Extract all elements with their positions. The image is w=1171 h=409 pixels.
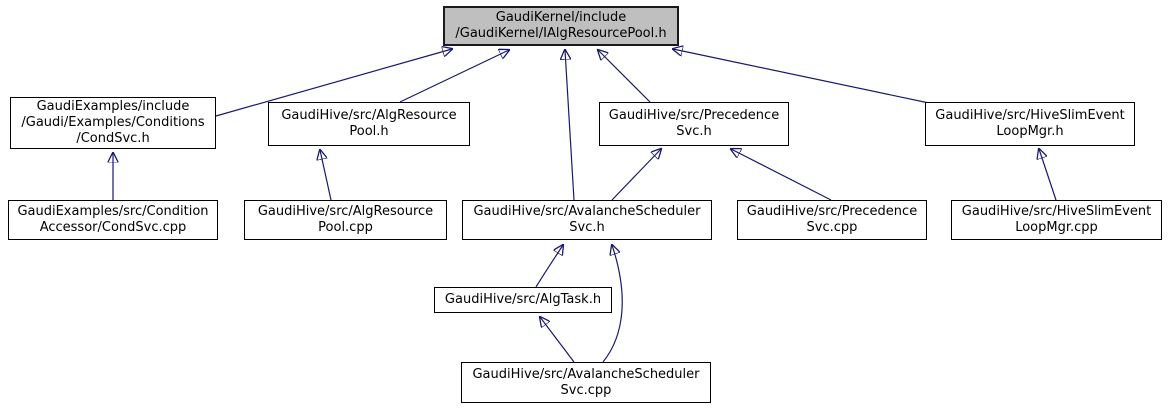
- node-label-line: GaudiHive/src/Precedence: [746, 204, 918, 219]
- edge-avalanche-h-to-precedence-h: [611, 149, 661, 201]
- node-label-line: GaudiHive/src/Precedence: [608, 108, 780, 123]
- graph-node-avalancheschedulersvc-h[interactable]: GaudiHive/src/AvalancheScheduler Svc.h: [462, 200, 712, 240]
- edge-algresourcepool-h-to-root: [399, 50, 509, 103]
- node-label-line: GaudiHive/src/AvalancheScheduler: [473, 204, 701, 219]
- node-label-line: GaudiHive/src/AlgResource: [281, 108, 457, 123]
- node-label-line: Svc.h: [676, 124, 712, 139]
- node-label-line: Svc.h: [569, 220, 605, 235]
- node-label-line: Pool.h: [349, 124, 389, 139]
- graph-node-condsvc-h[interactable]: GaudiExamples/include /Gaudi/Examples/Co…: [10, 97, 216, 149]
- node-label-line: GaudiExamples/src/Condition: [17, 204, 209, 219]
- node-label-line: LoopMgr.h: [996, 124, 1064, 139]
- graph-node-precedencesvc-cpp[interactable]: GaudiHive/src/Precedence Svc.cpp: [737, 200, 927, 240]
- graph-node-hiveslimeventloopmgr-cpp[interactable]: GaudiHive/src/HiveSlimEvent LoopMgr.cpp: [951, 200, 1162, 240]
- edge-hiveslim-h-to-root: [673, 49, 930, 104]
- edge-algtask-h-to-avalanche-h: [535, 245, 563, 288]
- graph-node-algresourcepool-h[interactable]: GaudiHive/src/AlgResource Pool.h: [268, 102, 470, 146]
- node-label-line: LoopMgr.cpp: [1015, 220, 1098, 235]
- graph-node-algresourcepool-cpp[interactable]: GaudiHive/src/AlgResource Pool.cpp: [244, 200, 447, 240]
- graph-node-hiveslimeventloopmgr-h[interactable]: GaudiHive/src/HiveSlimEvent LoopMgr.h: [925, 102, 1135, 146]
- node-label-line: Svc.cpp: [560, 382, 612, 398]
- node-label-line: GaudiHive/src/AlgTask.h: [444, 292, 602, 307]
- edge-avalanche-cpp-to-algtask-h: [540, 317, 575, 363]
- node-label-line: GaudiHive/src/HiveSlimEvent: [935, 108, 1125, 123]
- graph-node-condsvc-cpp[interactable]: GaudiExamples/src/Condition Accessor/Con…: [8, 200, 218, 240]
- graph-node-algtask-h[interactable]: GaudiHive/src/AlgTask.h: [434, 287, 612, 313]
- node-label-line: GaudiHive/src/AvalancheScheduler: [472, 366, 700, 382]
- node-label-line: Accessor/CondSvc.cpp: [39, 220, 187, 235]
- edge-condsvc-h-to-root: [215, 49, 452, 117]
- graph-node-avalancheschedulersvc-cpp[interactable]: GaudiHive/src/AvalancheScheduler Svc.cpp: [461, 362, 711, 403]
- edge-algresourcepool-cpp-to-h: [320, 150, 332, 201]
- edge-hiveslim-cpp-to-h: [1039, 149, 1057, 201]
- node-label-line: /Gaudi/Examples/Conditions: [21, 115, 205, 130]
- edge-precedence-cpp-to-h: [731, 149, 832, 201]
- graph-node-ialgresourcepool-h[interactable]: GaudiKernel/include /GaudiKernel/IAlgRes…: [443, 6, 679, 46]
- node-label-line: GaudiExamples/include: [36, 99, 190, 114]
- edge-precedencesvc-h-to-root: [598, 50, 651, 103]
- node-label-line: GaudiKernel/include: [495, 10, 627, 25]
- edge-avalanche-cpp-to-avalanche-h: [602, 245, 623, 363]
- node-label-line: Pool.cpp: [318, 220, 373, 235]
- node-label-line: GaudiHive/src/HiveSlimEvent: [961, 204, 1152, 219]
- node-label-line: GaudiHive/src/AlgResource: [257, 204, 434, 219]
- node-label-line: /CondSvc.h: [76, 131, 150, 146]
- graph-node-precedencesvc-h[interactable]: GaudiHive/src/Precedence Svc.h: [599, 102, 789, 146]
- node-label-line: Svc.cpp: [806, 220, 858, 235]
- edge-avalanche-h-to-root: [565, 50, 575, 201]
- node-label-line: /GaudiKernel/IAlgResourcePool.h: [455, 26, 667, 41]
